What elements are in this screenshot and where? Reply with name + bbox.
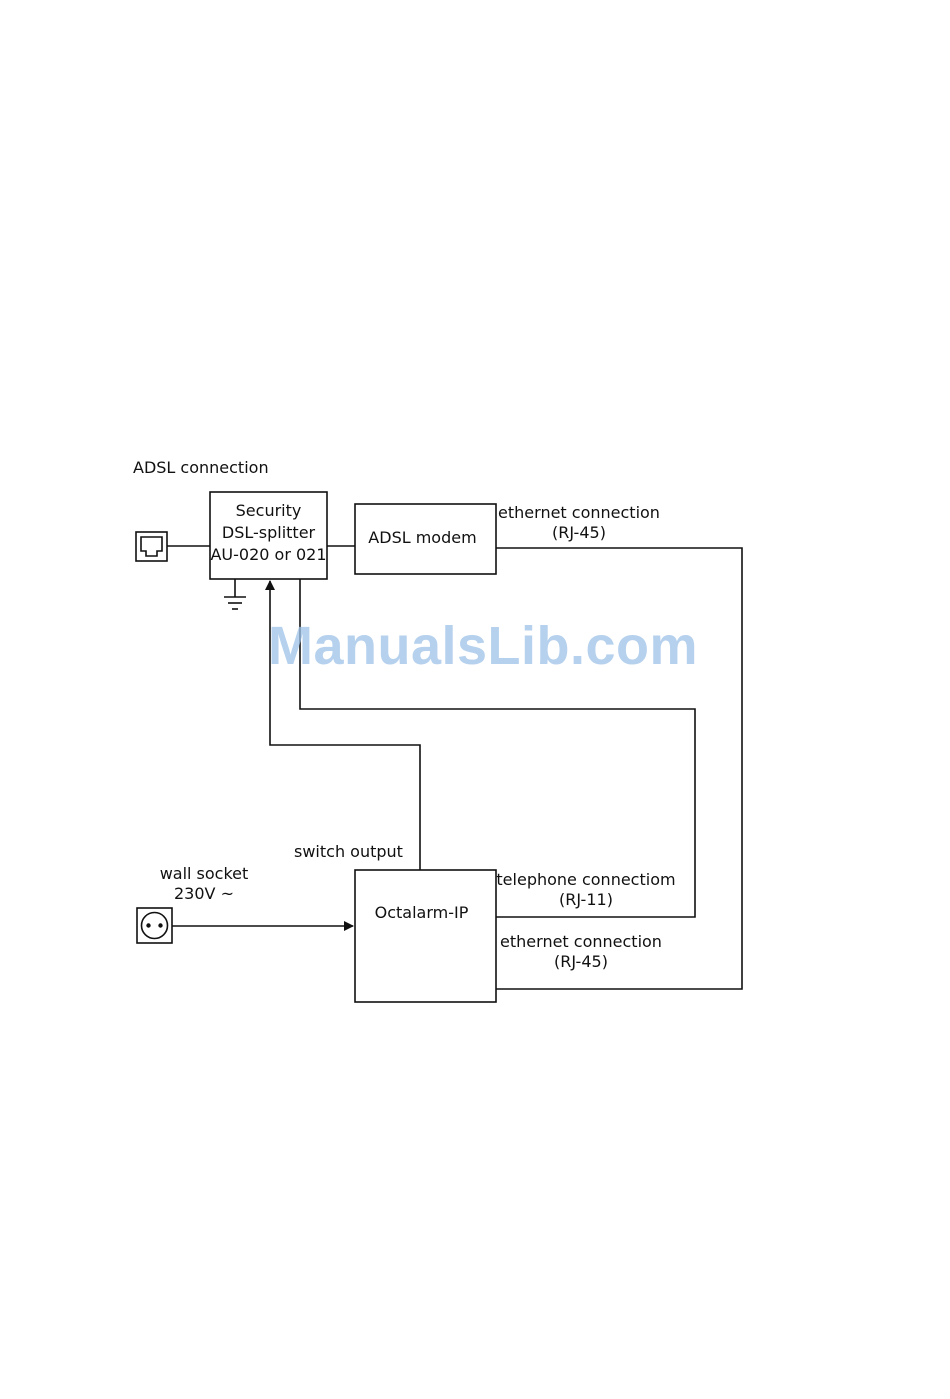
telephone-line2: (RJ-11) [496,890,676,910]
telephone-label: telephone connectiom (RJ-11) [496,870,676,910]
wall-socket-line1: wall socket [152,864,256,884]
modem-ethernet-label: ethernet connection (RJ-45) [496,503,662,543]
wall-socket-icon [137,908,172,943]
octalarm-ethernet-line1: ethernet connection [498,932,664,952]
switch-output-label: switch output [294,842,403,862]
modem-ethernet-line2: (RJ-45) [496,523,662,543]
telephone-line1: telephone connectiom [496,870,676,890]
adsl-connection-label: ADSL connection [133,458,269,478]
modem-label: ADSL modem [355,527,490,549]
splitter-label-line3: AU-020 or 021 [210,544,327,566]
wall-socket-line2: 230V ~ [152,884,256,904]
splitter-label: Security DSL-splitter AU-020 or 021 [210,500,327,566]
splitter-label-line2: DSL-splitter [210,522,327,544]
phone-jack-icon [136,532,167,561]
octalarm-ethernet-line2: (RJ-45) [498,952,664,972]
octalarm-ethernet-label: ethernet connection (RJ-45) [498,932,664,972]
wall-socket-label: wall socket 230V ~ [152,864,256,904]
octalarm-box [355,870,496,1002]
watermark: ManualsLib.com [268,614,698,678]
ground-icon [224,579,246,609]
splitter-label-line1: Security [210,500,327,522]
octalarm-label: Octalarm-IP [355,902,488,924]
modem-ethernet-line1: ethernet connection [496,503,662,523]
